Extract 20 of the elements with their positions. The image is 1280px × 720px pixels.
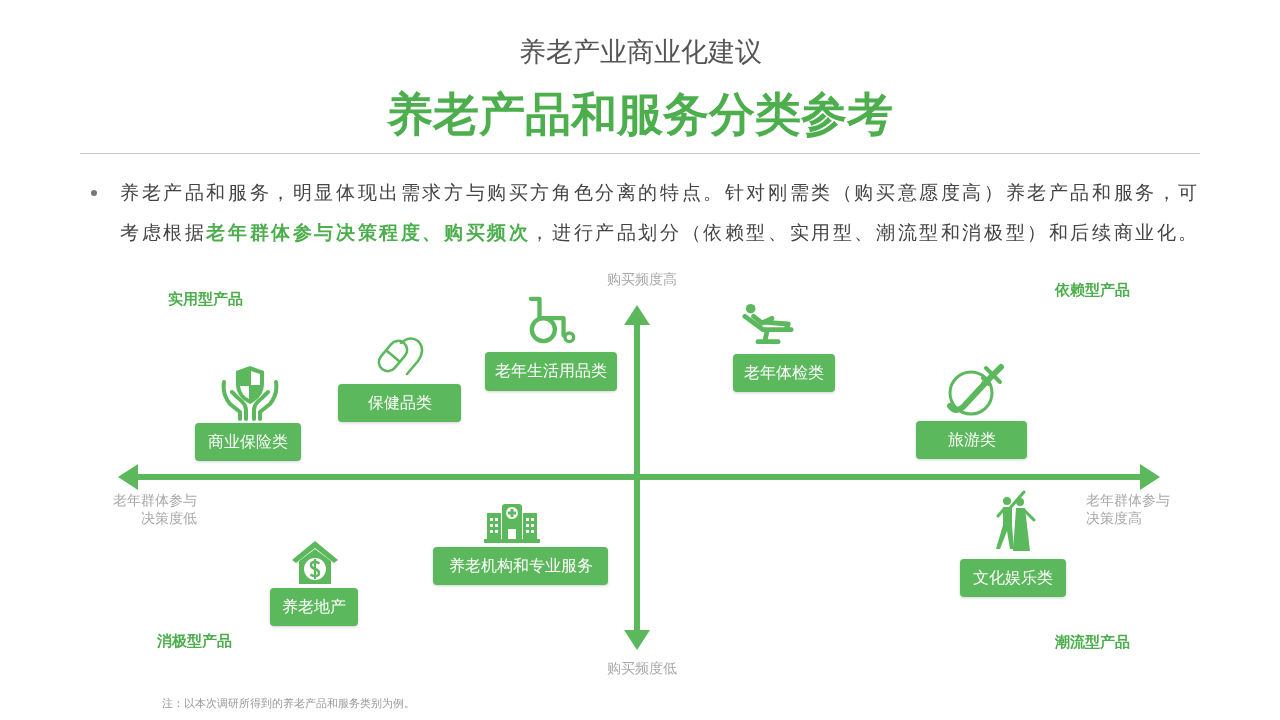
category-tag: 旅游类: [916, 421, 1027, 459]
quadrant-label: 潮流型产品: [1055, 633, 1130, 651]
category-tag: 文化娱乐类: [960, 559, 1066, 597]
slide-title: 养老产品和服务分类参考: [385, 87, 894, 142]
quadrant-label: 依赖型产品: [1055, 281, 1130, 299]
category-tag: 保健品类: [338, 384, 461, 422]
axis-label: 购买频度高: [606, 270, 678, 288]
axis-label: 老年群体参与决策度低: [112, 491, 197, 527]
slide-subtitle: 养老产业商业化建议: [517, 36, 763, 69]
category-tag: 商业保险类: [195, 423, 301, 461]
quadrant-label: 实用型产品: [168, 290, 243, 308]
axis-label: 老年群体参与决策度高: [1086, 491, 1171, 527]
category-tag: 老年生活用品类: [485, 352, 617, 391]
category-tag: 老年体检类: [733, 354, 835, 392]
quadrant-label: 消极型产品: [157, 632, 232, 650]
category-tag: 养老地产: [270, 588, 358, 626]
intro-paragraph: 养老产品和服务，明显体现出需求方与购买方角色分离的特点。针对刚需类（购买意愿度高）养老产品和服务，可考虑根据老年群体参与决策程度、购买频次，进行产品划分（依赖型、实用型、潮流型和消极型）和后续商业化。: [120, 181, 1201, 245]
axis-label: 购买频度低: [606, 659, 678, 677]
category-tag: 养老机构和专业服务: [433, 547, 608, 585]
footnote: 注：以本次调研所得到的养老产品和服务类别为例。: [162, 696, 415, 711]
